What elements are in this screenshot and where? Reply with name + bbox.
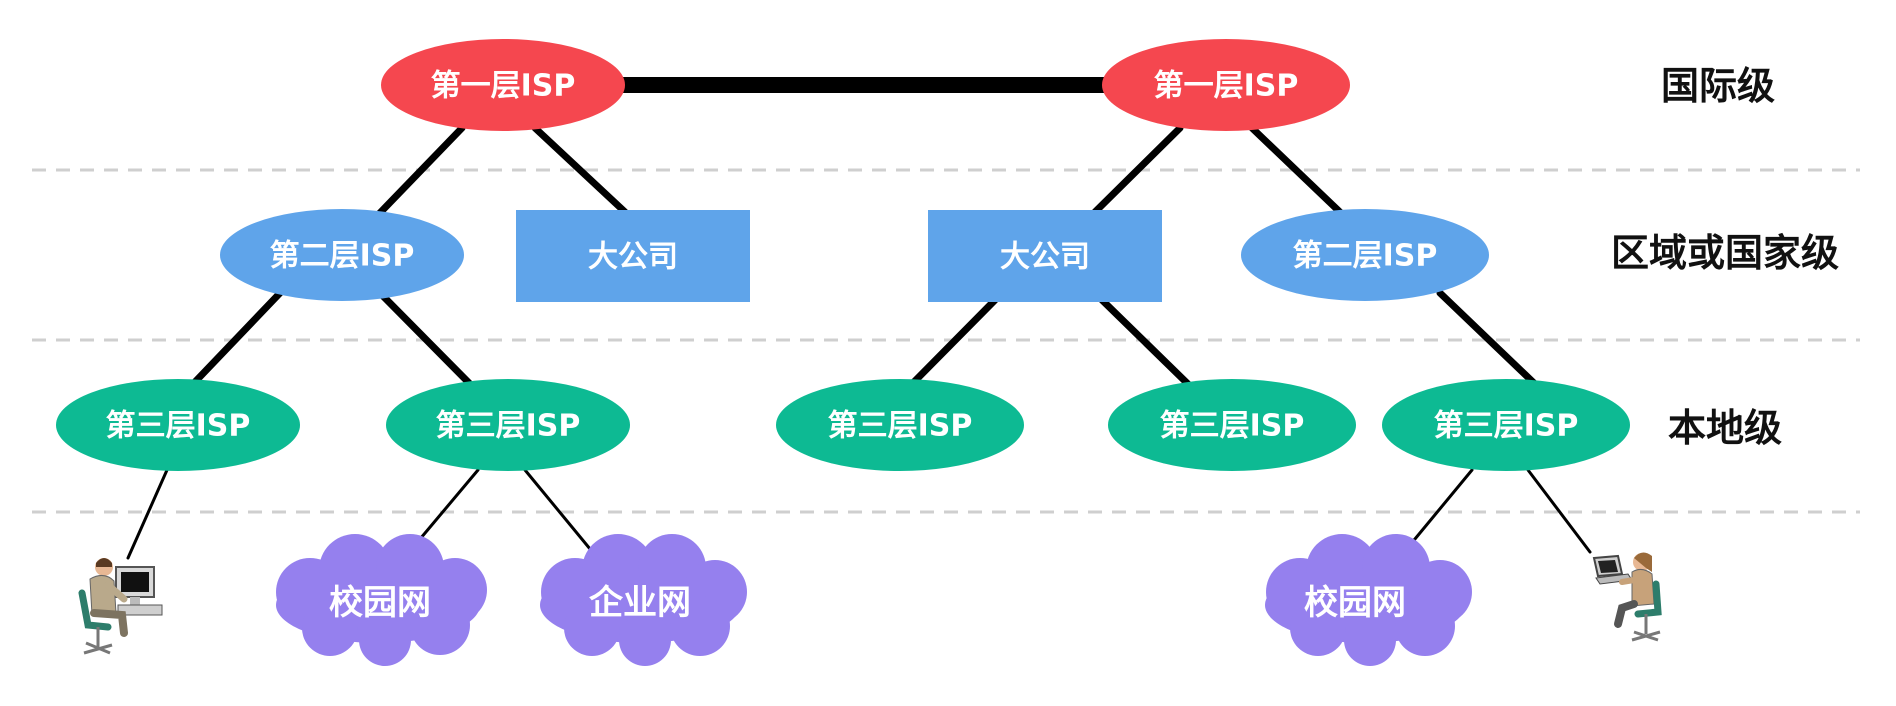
tier3-isp-b[interactable]: 第三层ISP xyxy=(386,379,630,471)
link-tier2l-tier3b xyxy=(376,289,474,388)
link-tier2l-tier3a xyxy=(189,289,284,388)
tier2-isp-right-shape xyxy=(1241,209,1489,301)
link-tier1l-tier2l xyxy=(371,124,466,222)
tier1-isp-right-label: 第一层ISP xyxy=(1154,69,1299,104)
desktop-user-icon xyxy=(78,558,163,655)
link-companyr-tier3d xyxy=(1098,296,1192,388)
tier3-isp-c-label: 第三层ISP xyxy=(828,409,973,444)
tier3-isp-a[interactable]: 第三层ISP xyxy=(56,379,300,471)
links xyxy=(126,77,1592,560)
tier3-isp-d-label: 第三层ISP xyxy=(1160,409,1305,444)
tier3-isp-b-label: 第三层ISP xyxy=(436,409,581,444)
link-tier1r-tier2r xyxy=(1248,124,1346,218)
cloud-enterprise-shape xyxy=(540,534,747,666)
tier1-isp-right-shape xyxy=(1102,39,1350,131)
tier3-isp-c-shape xyxy=(776,379,1024,471)
tier1-isp-left[interactable]: 第一层ISP xyxy=(381,39,625,131)
tier3-isp-e[interactable]: 第三层ISP xyxy=(1382,379,1630,471)
company-right[interactable]: 大公司 xyxy=(928,210,1162,302)
company-right-shape xyxy=(928,210,1162,302)
link-tier3b-enterprise xyxy=(523,468,597,557)
link-tier2r-tier3e xyxy=(1436,289,1539,388)
company-left-shape xyxy=(516,210,750,302)
tier2-isp-left-label: 第二层ISP xyxy=(270,239,415,274)
level-dividers xyxy=(32,168,1860,514)
cloud-campus-left[interactable]: 校园网 xyxy=(276,534,487,666)
company-right-label: 大公司 xyxy=(1000,240,1090,275)
tier3-isp-e-label: 第三层ISP xyxy=(1434,409,1579,444)
level-label-international: 国际级 xyxy=(1661,64,1775,108)
cloud-campus-left-shape xyxy=(276,534,487,666)
tier3-isp-b-shape xyxy=(386,379,630,471)
tier1-isp-right[interactable]: 第一层ISP xyxy=(1102,39,1350,131)
link-companyr-tier3c xyxy=(908,296,999,388)
tier1-isp-left-shape xyxy=(381,39,625,131)
laptop-user-icon xyxy=(1592,552,1662,642)
tier2-isp-right[interactable]: 第二层ISP xyxy=(1241,209,1489,301)
tier1-isp-left-label: 第一层ISP xyxy=(431,69,576,104)
cloud-campus-right-shape xyxy=(1265,534,1472,666)
link-tier1l-companyl xyxy=(531,124,629,216)
level-label-regional: 区域或国家级 xyxy=(1611,231,1839,275)
link-tier3b-campus xyxy=(413,468,480,547)
tier2-isp-left[interactable]: 第二层ISP xyxy=(220,209,464,301)
tier3-isp-d-shape xyxy=(1108,379,1356,471)
tier3-isp-e-shape xyxy=(1382,379,1630,471)
tier2-isp-right-label: 第二层ISP xyxy=(1293,239,1438,274)
cloud-campus-right[interactable]: 校园网 xyxy=(1265,534,1472,666)
link-tier3e-user xyxy=(1526,468,1592,554)
link-tier3e-campus xyxy=(1408,468,1474,547)
company-left-label: 大公司 xyxy=(588,240,678,275)
cloud-campus-right-label: 校园网 xyxy=(1304,583,1406,623)
company-left[interactable]: 大公司 xyxy=(516,210,750,302)
tier3-isp-a-shape xyxy=(56,379,300,471)
level-label-local: 本地级 xyxy=(1668,406,1782,450)
tier3-isp-d[interactable]: 第三层ISP xyxy=(1108,379,1356,471)
tier3-isp-c[interactable]: 第三层ISP xyxy=(776,379,1024,471)
cloud-enterprise[interactable]: 企业网 xyxy=(540,534,747,666)
link-tier3a-user xyxy=(126,468,169,560)
tier2-isp-left-shape xyxy=(220,209,464,301)
cloud-campus-left-label: 校园网 xyxy=(329,583,431,623)
cloud-enterprise-label: 企业网 xyxy=(589,583,691,623)
tier3-isp-a-label: 第三层ISP xyxy=(106,409,251,444)
link-tier1r-companyr xyxy=(1091,124,1184,216)
